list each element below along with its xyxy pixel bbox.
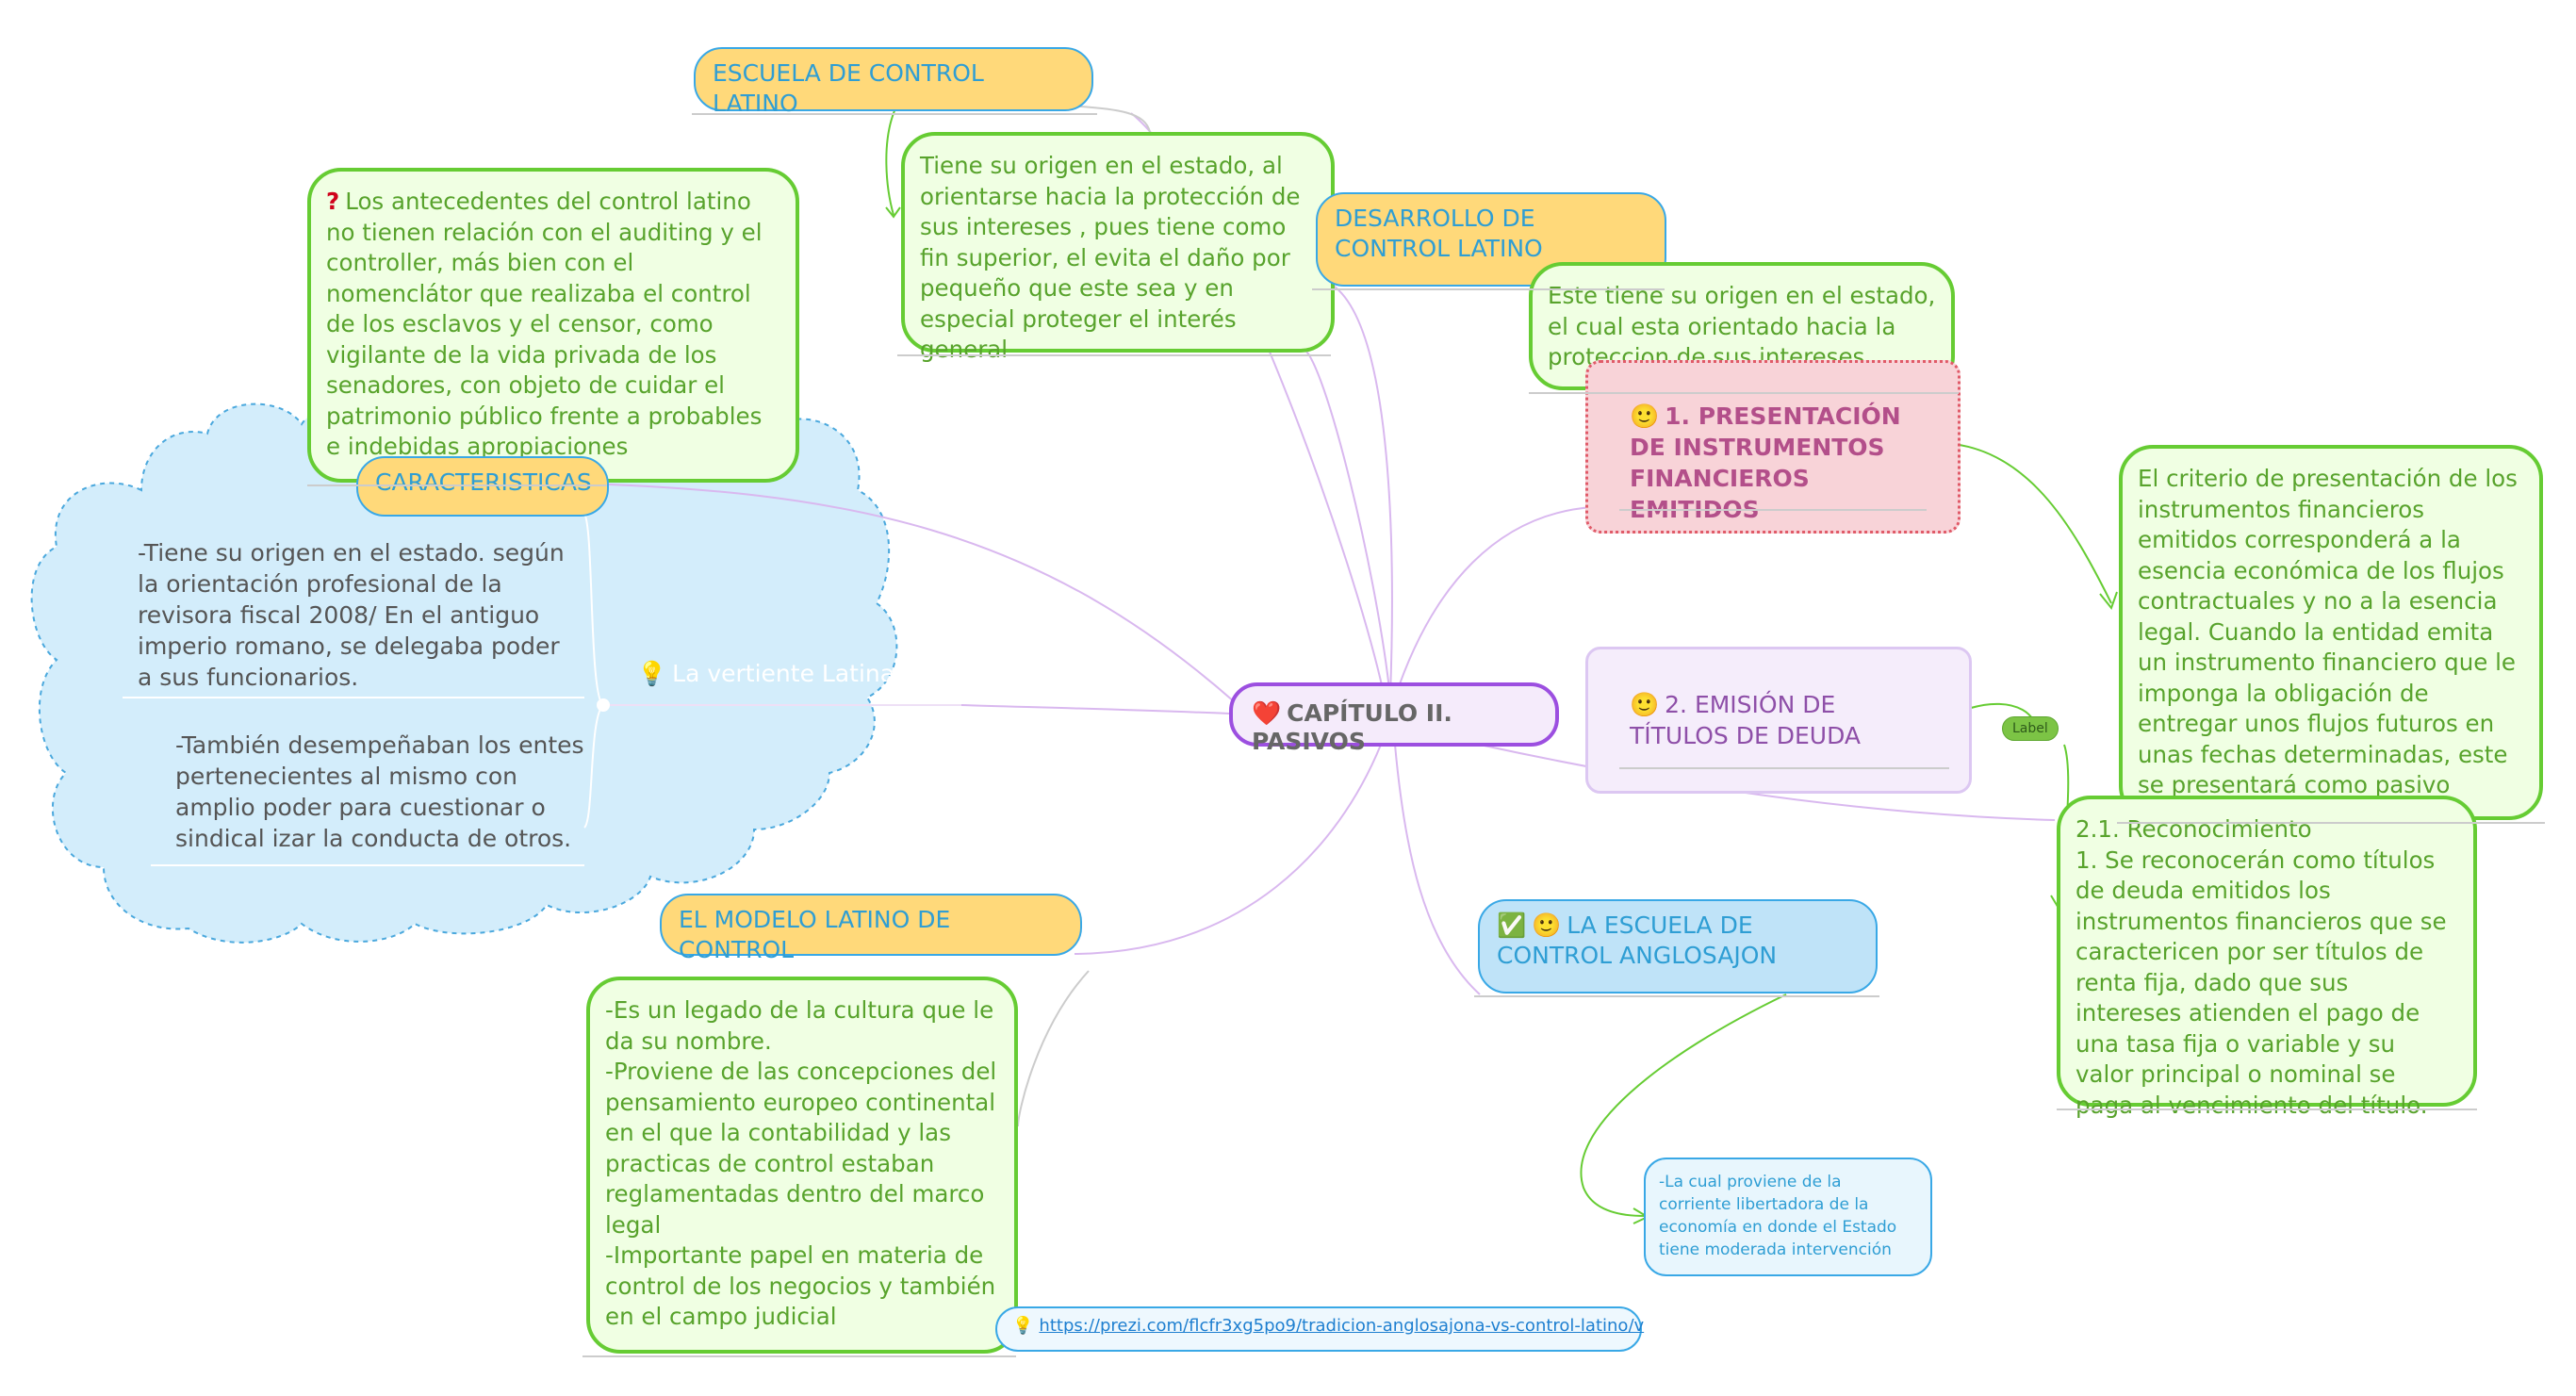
note-text: Los antecedentes del control latino no t… (326, 188, 763, 460)
vertiente-item-1[interactable]: -Tiene su origen en el estado. según la … (138, 537, 581, 693)
topic-emision-titulos[interactable]: 🙂2. EMISIÓN DE TÍTULOS DE DEUDA (1585, 647, 1972, 794)
note-line: 2.1. Reconocimiento (2076, 815, 2312, 843)
divider (1474, 995, 1879, 997)
connector-presentacion (1394, 506, 1594, 698)
vertiente-item-2[interactable]: -También desempeñaban los entes pertenec… (175, 730, 590, 854)
note-text: Este tiene su origen en el estado, el cu… (1548, 282, 1936, 370)
topic-label: DESARROLLO DE CONTROL LATINO (1335, 205, 1543, 262)
lightbulb-icon: 💡 (1012, 1316, 1034, 1336)
link-box[interactable]: 💡https://prezi.com/flcfr3xg5po9/tradicio… (995, 1306, 1645, 1352)
check-icon: ✅ (1497, 912, 1527, 939)
topic-label: 1. PRESENTACIÓN DE INSTRUMENTOS FINANCIE… (1630, 402, 1901, 523)
note-emision[interactable]: 2.1. Reconocimiento 1. Se reconocerán co… (2057, 796, 2477, 1119)
divider (1619, 509, 1927, 511)
connector-escuela-2 (1300, 347, 1391, 698)
divider (307, 484, 607, 486)
arrow-anglosajon (1580, 994, 1787, 1217)
connector-desarrollo (1328, 282, 1393, 697)
vertiente-connectors (583, 513, 610, 829)
central-topic[interactable]: ❤️CAPÍTULO II. PASIVOS (1229, 682, 1559, 755)
item-text: -Tiene su origen en el estado. según la … (138, 539, 565, 691)
note-presentacion[interactable]: El criterio de presentación de los instr… (2119, 445, 2543, 820)
smiley-icon: 🙂 (1630, 402, 1660, 430)
connector-caracteristicas (555, 482, 1236, 703)
lightbulb-icon: 💡 (637, 660, 667, 687)
divider (582, 1355, 1016, 1357)
topic-label: 2. EMISIÓN DE TÍTULOS DE DEUDA (1630, 691, 1861, 749)
connector-modelo (1074, 744, 1382, 955)
divider (1529, 392, 1959, 394)
note-line: -Es un legado de la cultura que le da su… (605, 996, 994, 1055)
label-text: Label (2012, 721, 2048, 736)
topic-label: La vertiente Latina (672, 660, 895, 687)
note-anglosajon[interactable]: -La cual proviene de la corriente libert… (1644, 1158, 1932, 1276)
prezi-link[interactable]: https://prezi.com/flcfr3xg5po9/tradicion… (1039, 1316, 1645, 1336)
topic-label: ESCUELA DE CONTROL LATINO (713, 59, 984, 117)
divider (1619, 767, 1949, 769)
divider (897, 354, 1331, 356)
topic-label: LA ESCUELA DE CONTROL ANGLOSAJON (1497, 912, 1778, 969)
divider (2057, 1109, 2477, 1110)
vertiente-dividers (123, 697, 584, 866)
topic-vertiente-latina[interactable]: 💡La vertiente Latina (637, 660, 901, 688)
central-topic-label: CAPÍTULO II. PASIVOS (1252, 699, 1452, 755)
note-text: El criterio de presentación de los instr… (2138, 465, 2518, 816)
arrow-presentacion (1936, 442, 2112, 604)
topic-modelo-latino[interactable]: EL MODELO LATINO DE CONTROL (660, 894, 1082, 963)
label-badge[interactable]: Label (2002, 716, 2059, 741)
topic-presentacion-instrumentos[interactable]: 🙂1. PRESENTACIÓN DE INSTRUMENTOS FINANCI… (1585, 360, 1961, 534)
connector-anglosajon (1394, 744, 1481, 995)
connector-emision (1479, 744, 2056, 821)
divider (2117, 822, 2545, 824)
item-text: -También desempeñaban los entes pertenec… (175, 731, 584, 852)
divider (692, 113, 1097, 115)
divider (1312, 288, 1665, 290)
heart-icon: ❤️ (1252, 699, 1282, 727)
note-modelo-latino[interactable]: -Es un legado de la cultura que le da su… (586, 977, 1018, 1354)
question-icon: ? (326, 188, 340, 215)
connector-vertiente (960, 704, 1231, 714)
topic-escuela-control-latino[interactable]: ESCUELA DE CONTROL LATINO (694, 47, 1093, 117)
smiley-icon: 🙂 (1630, 691, 1660, 718)
note-text: Tiene su origen en el estado, al orienta… (920, 152, 1301, 363)
smiley-icon: 🙂 (1532, 912, 1562, 939)
gray-connectors (1017, 105, 1151, 1127)
arrow-escuela (885, 107, 896, 216)
topic-escuela-anglosajon[interactable]: ✅🙂LA ESCUELA DE CONTROL ANGLOSAJON (1478, 899, 1878, 994)
topic-caracteristicas[interactable]: CARACTERISTICAS (356, 456, 609, 517)
note-escuela-control-latino[interactable]: Tiene su origen en el estado, al orienta… (901, 132, 1335, 363)
note-line: -Importante papel en materia de control … (605, 1241, 996, 1330)
note-text: -La cual proviene de la corriente libert… (1659, 1173, 1897, 1259)
topic-label: CARACTERISTICAS (375, 468, 592, 496)
note-line: -Proviene de las concepciones del pensam… (605, 1058, 997, 1239)
note-line: 1. Se reconocerán como títulos de deuda … (2076, 846, 2447, 1119)
topic-label: EL MODELO LATINO DE CONTROL (679, 906, 951, 963)
note-antecedentes[interactable]: ?Los antecedentes del control latino no … (307, 168, 799, 483)
